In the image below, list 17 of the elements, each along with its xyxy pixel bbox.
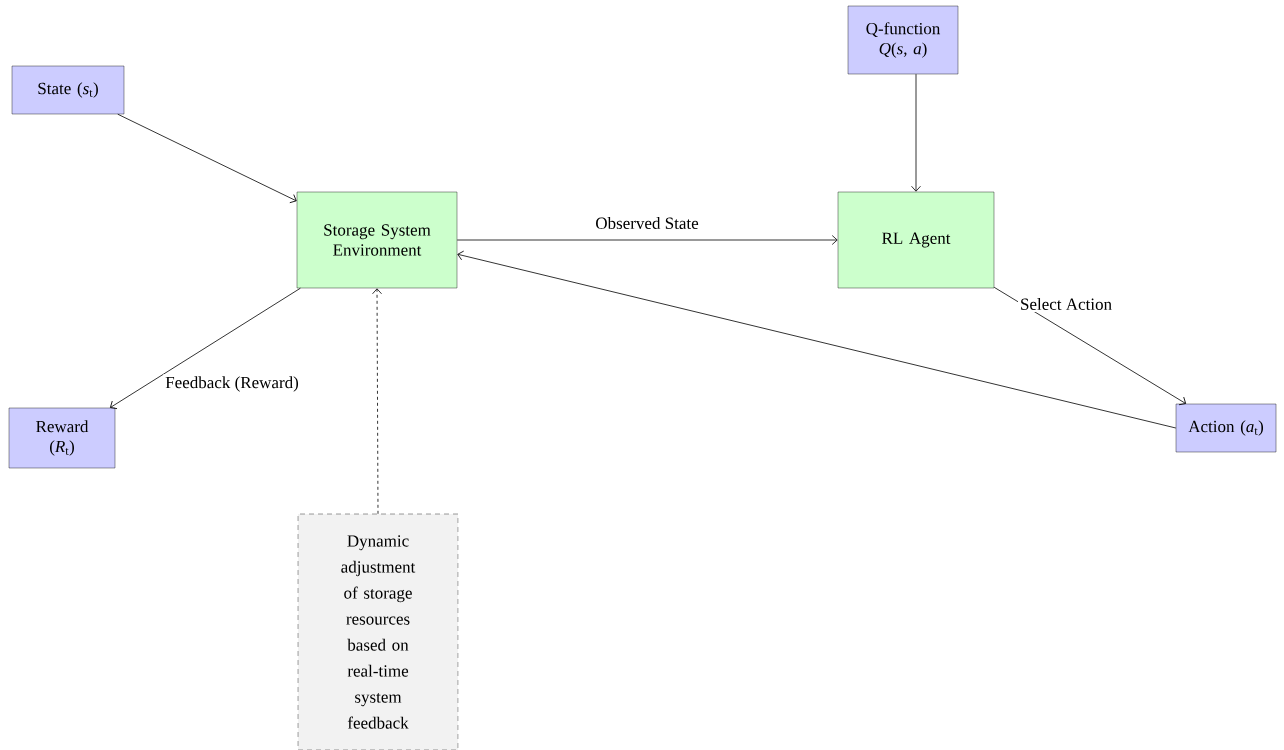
reward-box: Reward (R$_{t}$): [8, 407, 116, 469]
state-box: State (s$_{t}$): [11, 65, 125, 115]
arrow: [372, 288, 382, 515]
agent-box: RL Agent: [837, 191, 995, 289]
arrow: [993, 286, 1187, 406]
edge-label: Feedback (Reward): [163, 374, 301, 394]
arrow: [117, 113, 297, 204]
action-box: Action (a$_{t}$): [1175, 403, 1277, 453]
edge-label: Select Action: [1018, 296, 1115, 312]
arrow: [456, 235, 838, 245]
note-box: Dynamic adjustment of storage resources based on real-time system feedback: [297, 513, 459, 750]
environment-box: Storage System Environment: [296, 191, 458, 289]
function-box: Q-function Q(s, a): [847, 5, 959, 75]
edge-label: Observed State: [596, 217, 699, 229]
arrow: [110, 287, 301, 410]
arrow: [457, 250, 1177, 429]
arrow: [911, 73, 921, 192]
